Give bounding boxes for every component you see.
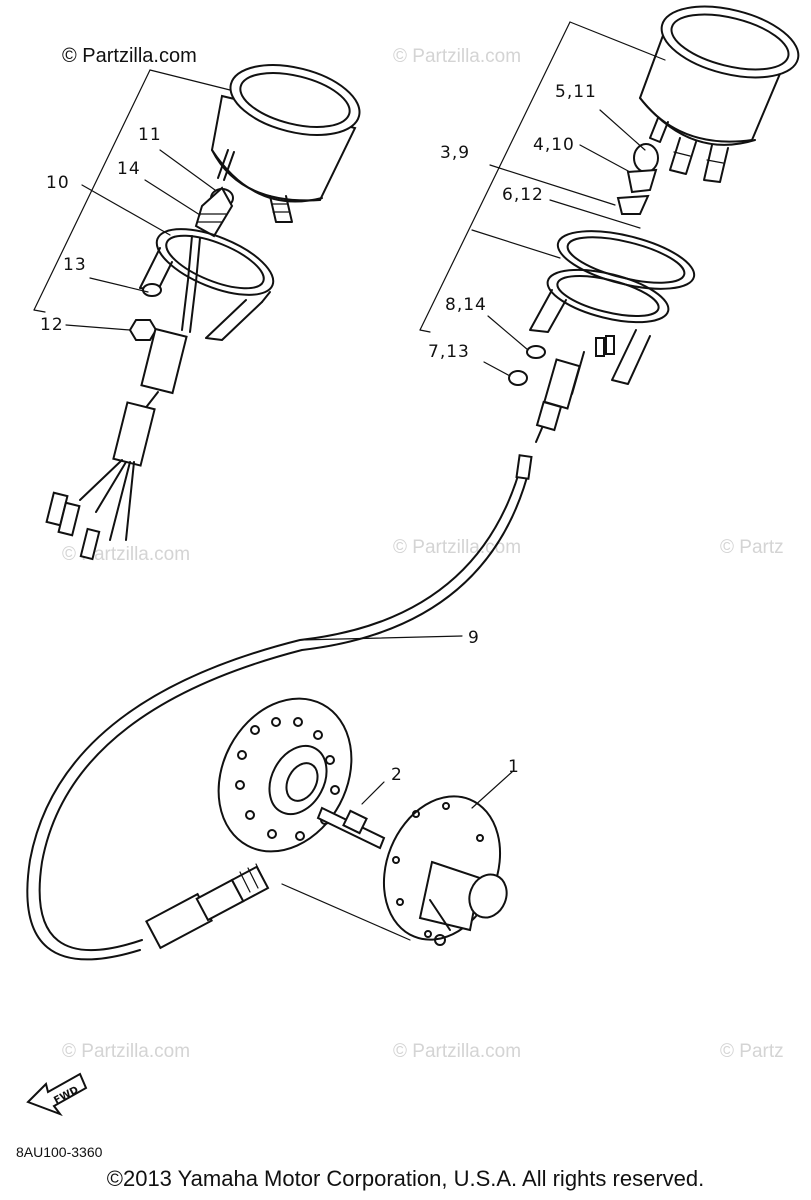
speedometer-gear-assembly	[217, 697, 513, 946]
watermark: © Partzilla.com	[393, 537, 521, 558]
right-meter-bracket	[529, 230, 696, 385]
callout-7-13: 7,13	[428, 342, 470, 362]
callout-1: 1	[508, 757, 520, 777]
right-bulb-socket	[616, 143, 659, 215]
left-leader-lines	[33, 69, 231, 331]
right-nut	[508, 370, 528, 386]
left-meter-bracket	[139, 228, 275, 341]
callout-5-11: 5,11	[555, 82, 597, 102]
right-wire-connector	[535, 335, 615, 443]
callout-8-14: 8,14	[445, 295, 487, 315]
callout-11: 11	[138, 125, 162, 145]
drawing-code: 8AU100-3360	[16, 1144, 103, 1160]
left-wire-harness	[45, 235, 201, 561]
drive-shaft	[316, 806, 386, 850]
watermark: © Partzilla.com	[393, 1041, 521, 1062]
callout-2: 2	[391, 765, 403, 785]
right-meter-body	[638, 5, 800, 183]
watermark: © Partzilla.com	[393, 46, 521, 67]
left-meter-body	[210, 64, 361, 223]
callout-14: 14	[117, 159, 141, 179]
leader-line-2	[361, 781, 385, 805]
callout-10: 10	[46, 173, 70, 193]
right-washer	[526, 345, 546, 359]
speedometer-cable	[26, 454, 533, 961]
callout-4-10: 4,10	[533, 135, 575, 155]
callout-13: 13	[63, 255, 87, 275]
left-meter-assembly	[33, 64, 361, 561]
left-nut	[128, 319, 158, 341]
right-meter-assembly	[419, 5, 800, 443]
fwd-arrow: FWD	[26, 1072, 88, 1117]
callout-3-9: 3,9	[440, 143, 470, 163]
watermark: © Partzilla.com	[62, 1041, 190, 1062]
watermark-top: © Partzilla.com	[62, 45, 197, 67]
left-washer	[142, 283, 162, 297]
drive-disc	[217, 697, 353, 853]
leader-line-1	[471, 771, 513, 809]
right-leader-lines	[419, 21, 666, 377]
callout-9: 9	[468, 628, 480, 648]
gear-unit-housing	[382, 795, 508, 946]
left-bulb-socket	[194, 186, 234, 238]
watermark: © Partz	[720, 537, 784, 558]
callout-12: 12	[40, 315, 64, 335]
watermark: © Partz	[720, 1041, 784, 1062]
copyright-notice: ©2013 Yamaha Motor Corporation, U.S.A. A…	[106, 1166, 705, 1191]
callout-6-12: 6,12	[502, 185, 544, 205]
